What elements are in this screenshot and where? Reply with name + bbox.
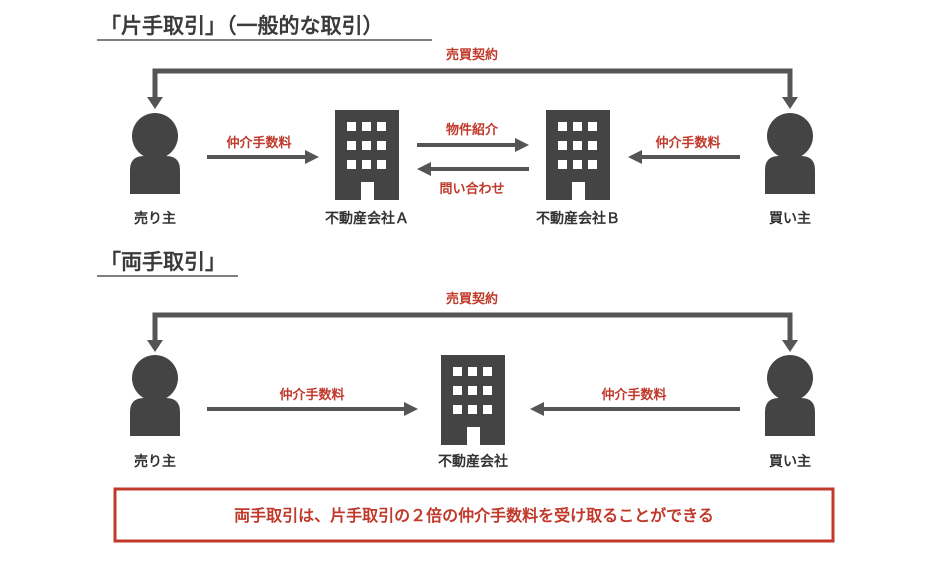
section1-intro-arrow — [417, 138, 529, 152]
section1-fee-right-label: 仲介手数料 — [655, 135, 720, 151]
section2-fee-right-arrow — [530, 402, 740, 416]
section2-agency-label: 不動産会社 — [438, 453, 508, 470]
section2-contract-bracket — [147, 312, 798, 352]
section1-fee-left-arrow — [207, 150, 319, 164]
section2-seller-label: 売り主 — [134, 453, 176, 470]
agency-a-building-icon — [335, 110, 399, 200]
section1-inquiry-label: 問い合わせ — [439, 181, 504, 197]
section1-seller-label: 売り主 — [134, 210, 176, 227]
section1-intro-label: 物件紹介 — [446, 122, 499, 138]
buyer-person-icon — [765, 113, 815, 194]
section2-contract-label: 売買契約 — [446, 291, 498, 307]
agency-b-building-icon — [546, 110, 610, 200]
section1-agency-b-label: 不動産会社Ｂ — [536, 210, 620, 227]
section2-buyer-label: 買い主 — [769, 453, 811, 470]
buyer-person-icon — [765, 355, 815, 436]
note-text: 両手取引は、片手取引の２倍の仲介手数料を受け取ることができる — [234, 506, 714, 525]
section2-fee-left-label: 仲介手数料 — [279, 387, 344, 403]
section1-inquiry-arrow — [417, 162, 529, 176]
section1-fee-left-label: 仲介手数料 — [226, 135, 291, 151]
seller-person-icon — [130, 355, 180, 436]
section1-agency-a-label: 不動産会社Ａ — [325, 210, 409, 227]
section2-fee-left-arrow — [207, 402, 418, 416]
section1-contract-bracket — [147, 68, 798, 109]
section2-fee-right-label: 仲介手数料 — [601, 387, 666, 403]
section1-title: 「片手取引」（一般的な取引） — [100, 14, 384, 38]
section1-contract-label: 売買契約 — [446, 47, 498, 63]
section2-title: 「両手取引」 — [100, 250, 226, 274]
agency-building-icon — [441, 355, 505, 445]
section1-buyer-label: 買い主 — [769, 210, 811, 227]
seller-person-icon — [130, 113, 180, 194]
section1-fee-right-arrow — [628, 150, 740, 164]
note-box — [113, 487, 835, 543]
